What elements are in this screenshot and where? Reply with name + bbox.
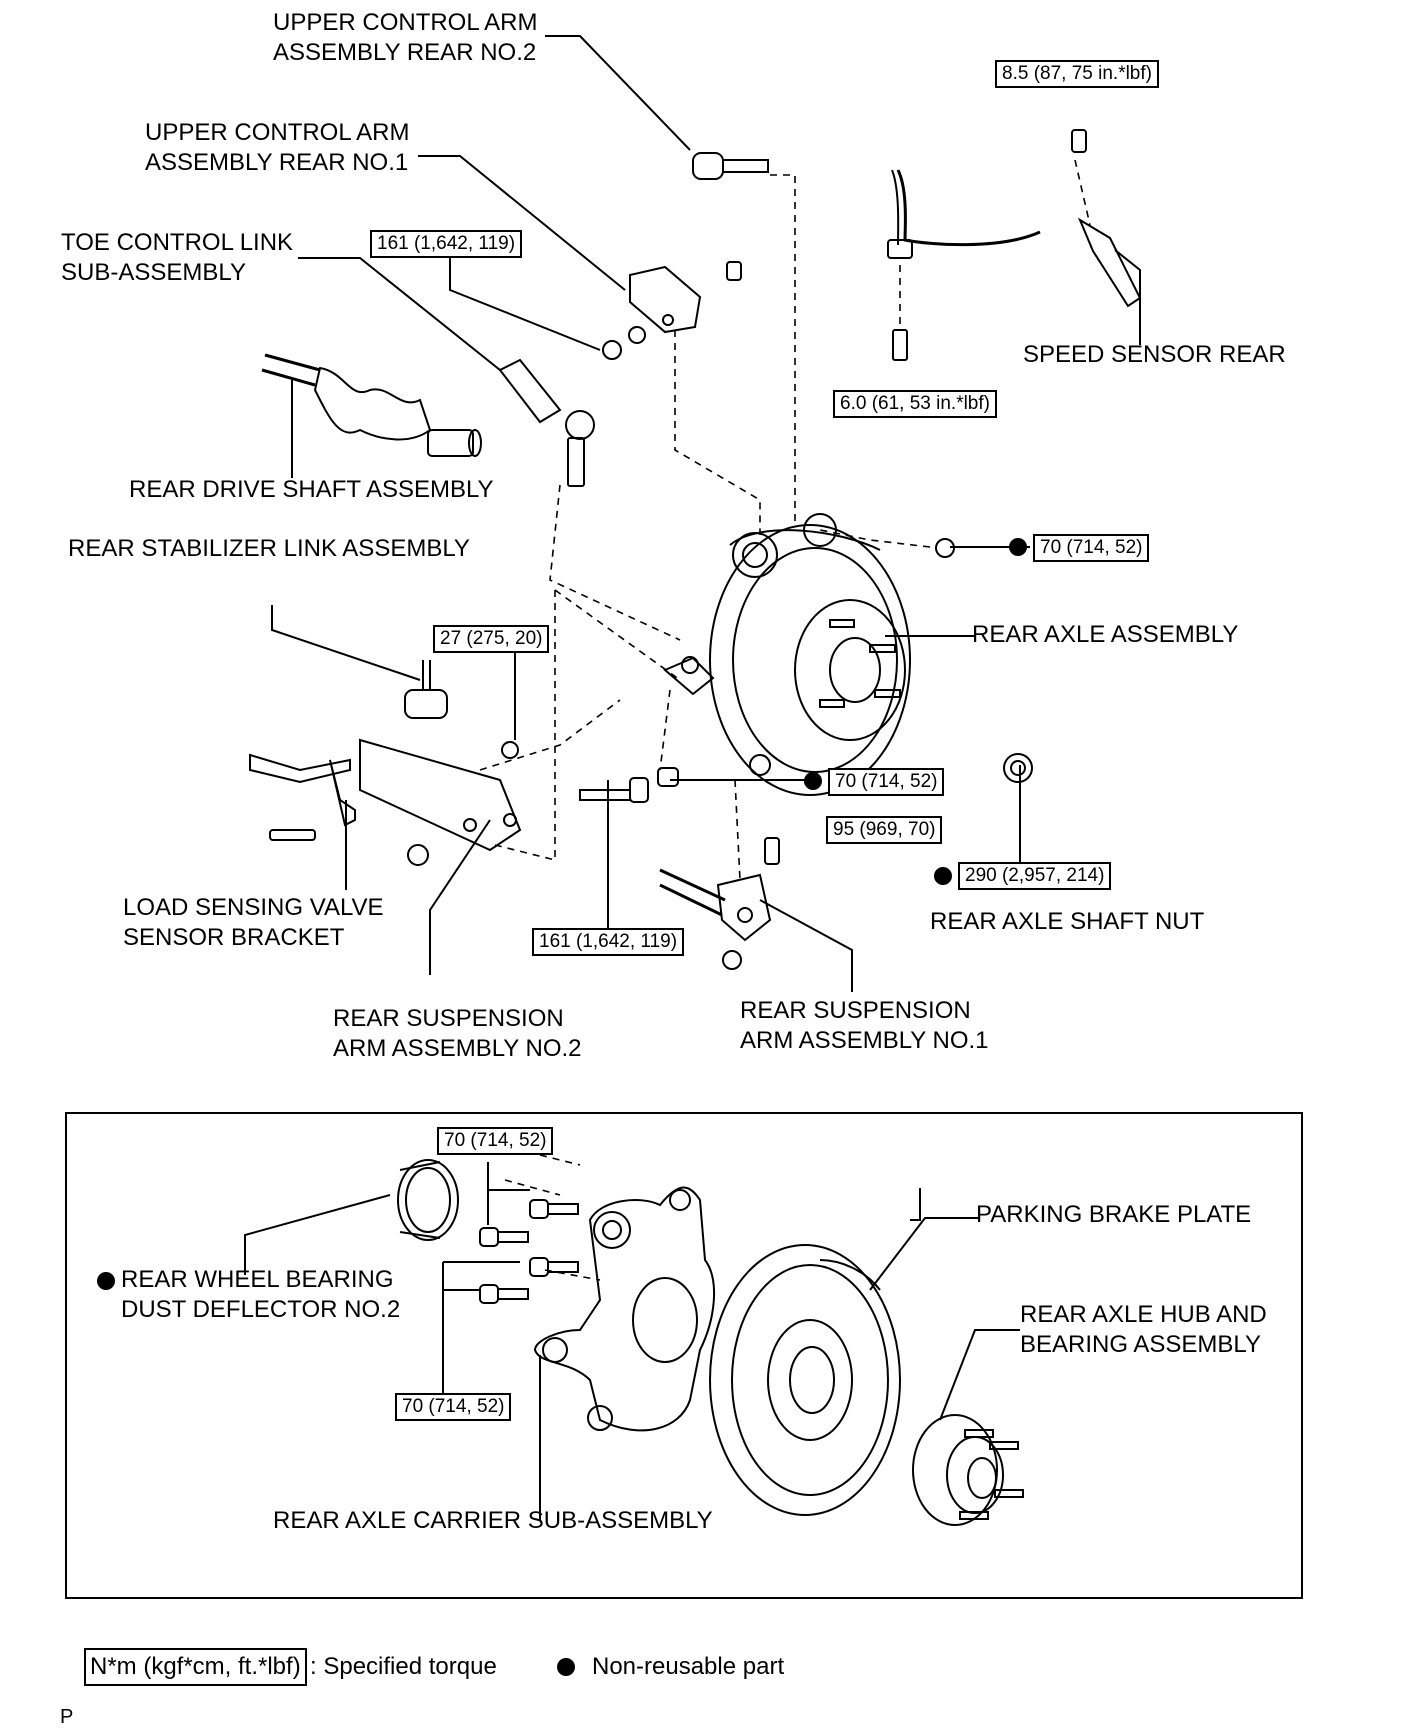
torque-harness-bolt: 6.0 (61, 53 in.*lbf) xyxy=(833,390,997,418)
label-drive-shaft: REAR DRIVE SHAFT ASSEMBLY xyxy=(129,476,494,503)
label-stabilizer-link: REAR STABILIZER LINK ASSEMBLY xyxy=(68,535,470,562)
rear-axle-assembly xyxy=(663,513,911,796)
toe-control-link xyxy=(498,358,595,487)
nonreusable-dot-arm1-nut xyxy=(804,772,822,790)
nonreusable-dot-upper-nut xyxy=(1009,538,1027,556)
torque-toe-link-nut: 161 (1,642, 119) xyxy=(370,230,523,258)
arm-no2 xyxy=(249,738,522,866)
parking-brake-plate-drawing xyxy=(709,1244,901,1516)
torque-inset-bottom: 70 (714, 52) xyxy=(395,1393,512,1421)
alignment-lines xyxy=(479,159,1091,1281)
hub-bearing-drawing xyxy=(912,1414,1024,1526)
nonreusable-dot-shaft-nut xyxy=(934,867,952,885)
torque-stabilizer-nut: 27 (275, 20) xyxy=(433,625,550,653)
legend-torque-desc: : Specified torque xyxy=(310,1653,497,1680)
torque-axle-shaft-nut: 290 (2,957, 214) xyxy=(958,862,1112,890)
label-parking-brake-plate: PARKING BRAKE PLATE xyxy=(976,1201,1252,1228)
upper-arm-parts xyxy=(602,152,769,360)
arm-bolts xyxy=(579,767,679,803)
torque-inset-top: 70 (714, 52) xyxy=(437,1127,554,1155)
drive-shaft xyxy=(261,353,482,457)
legend-nonreusable-dot xyxy=(557,1658,575,1676)
footer-code: P xyxy=(60,1706,74,1728)
torque-arm-no1-bolt: 95 (969, 70) xyxy=(826,816,943,844)
torque-speed-sensor-bolt: 8.5 (87, 75 in.*lbf) xyxy=(995,60,1159,88)
axle-carrier-drawing xyxy=(533,1186,716,1432)
inset-frame xyxy=(65,1112,1303,1599)
legend-nonreusable-desc: Non-reusable part xyxy=(592,1653,785,1680)
torque-arm-no2-bolt: 161 (1,642, 119) xyxy=(532,928,685,956)
speed-sensor-harness xyxy=(887,129,1142,361)
nonreusable-dot-dust-deflector xyxy=(97,1272,115,1290)
dust-deflector-drawing xyxy=(397,1159,459,1241)
label-rear-axle: REAR AXLE ASSEMBLY xyxy=(972,621,1239,648)
upper-arm-nut xyxy=(935,538,955,558)
label-speed-sensor: SPEED SENSOR REAR xyxy=(1023,341,1286,368)
arm-no1 xyxy=(659,837,780,970)
stabilizer-link xyxy=(404,660,519,759)
leader-lines xyxy=(244,35,1141,1520)
torque-upper-arm-nut: 70 (714, 52) xyxy=(1033,534,1150,562)
torque-arm-no1-nut: 70 (714, 52) xyxy=(828,768,945,796)
axle-shaft-nut xyxy=(1003,753,1033,783)
label-axle-shaft-nut: REAR AXLE SHAFT NUT xyxy=(930,908,1205,935)
legend-torque-unit: N*m (kgf*cm, ft.*lbf) xyxy=(84,1648,307,1686)
label-axle-carrier: REAR AXLE CARRIER SUB-ASSEMBLY xyxy=(273,1507,713,1534)
inset-bolts xyxy=(479,1199,579,1304)
